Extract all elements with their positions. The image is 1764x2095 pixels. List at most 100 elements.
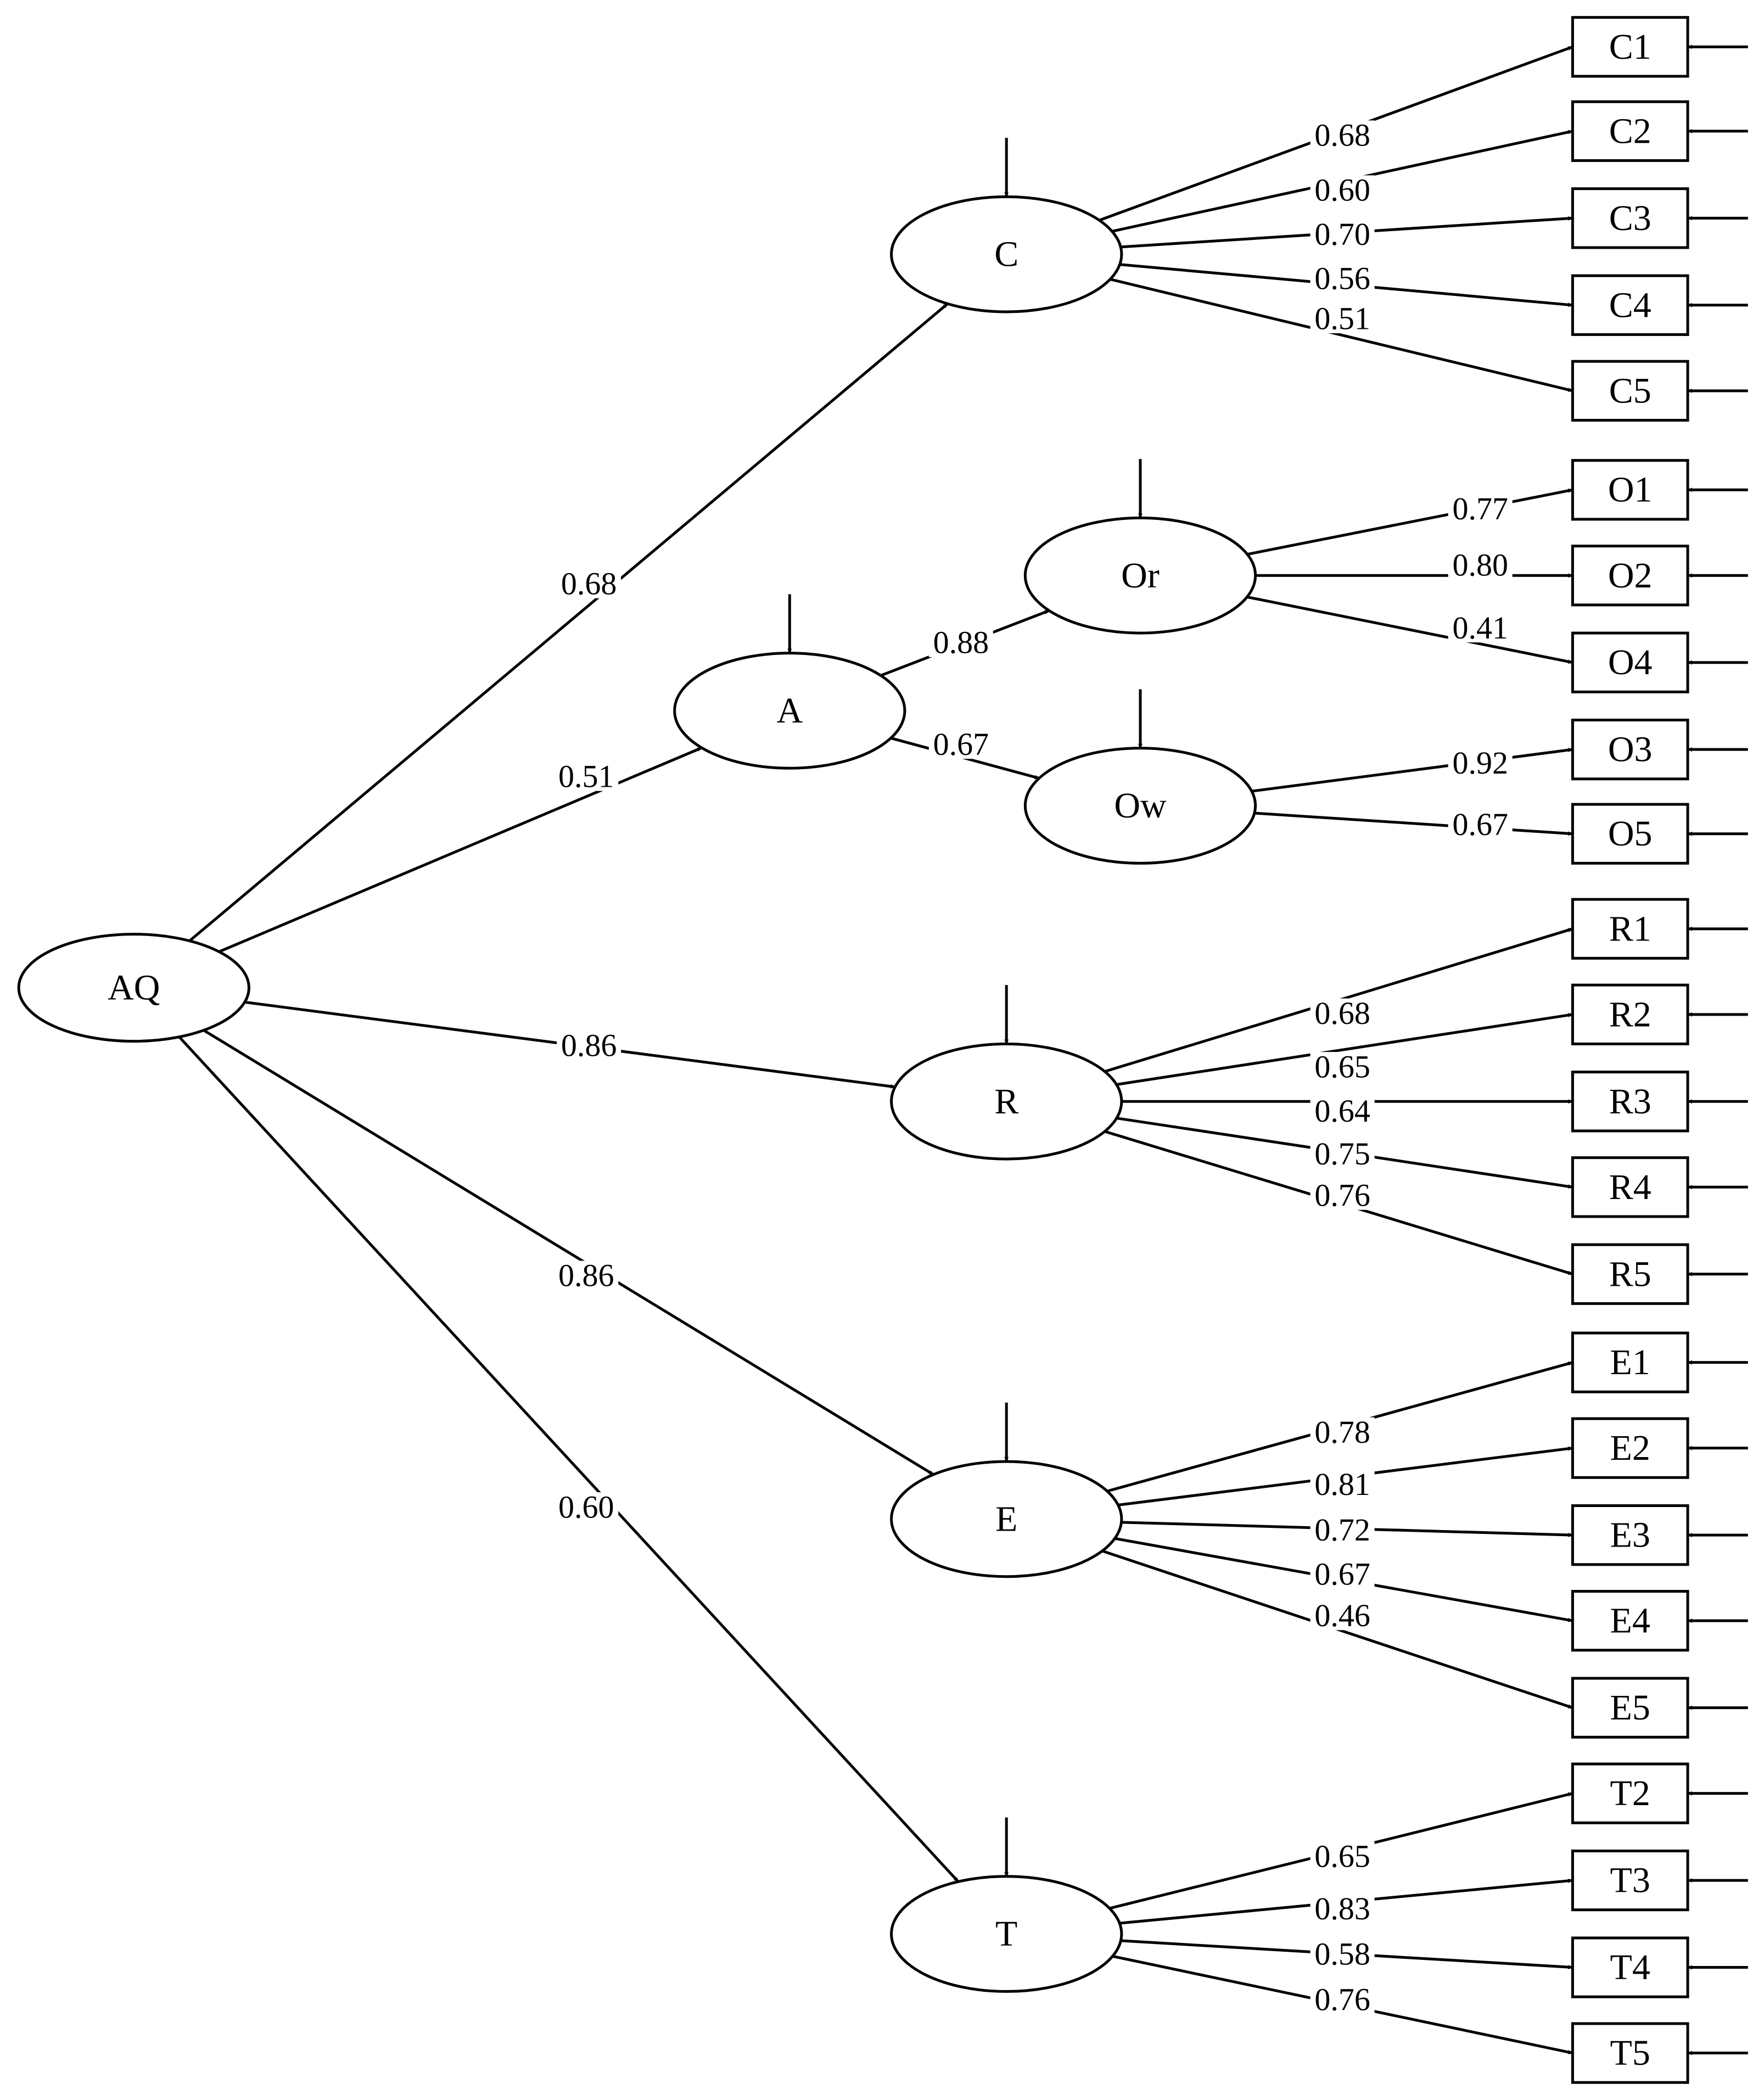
observed-box-O5 <box>1571 803 1689 865</box>
latent-node-AQ <box>17 933 250 1043</box>
loading-label-T-T5: 0.76 <box>1314 1982 1370 2018</box>
observed-label-C5: C5 <box>1609 371 1651 411</box>
loading-label-bg <box>1448 550 1513 580</box>
loading-label-A-Or: 0.88 <box>933 625 989 660</box>
observed-label-T3: T3 <box>1610 1861 1650 1901</box>
loading-label-bg <box>1310 998 1375 1028</box>
observed-label-E5: E5 <box>1610 1688 1650 1728</box>
loading-label-bg <box>1310 1939 1375 1969</box>
loading-label-E-E3: 0.72 <box>1314 1512 1370 1548</box>
observed-label-C4: C4 <box>1609 285 1651 325</box>
latent-label-E: E <box>995 1499 1017 1539</box>
observed-box-O4 <box>1571 631 1689 693</box>
loading-label-R-R3: 0.64 <box>1314 1093 1370 1129</box>
loading-label-bg <box>1310 1469 1375 1499</box>
observed-label-E1: E1 <box>1610 1342 1650 1382</box>
loading-label-R-R5: 0.76 <box>1314 1177 1370 1213</box>
loading-label-Ow-O3: 0.92 <box>1452 745 1508 781</box>
latent-node-A <box>673 652 906 770</box>
latent-node-T <box>890 1875 1123 1993</box>
observed-label-E2: E2 <box>1610 1428 1650 1468</box>
loading-label-bg <box>1310 1894 1375 1924</box>
loading-label-bg <box>1310 1180 1375 1210</box>
observed-box-E2 <box>1571 1417 1689 1479</box>
loading-label-Ow-O5: 0.67 <box>1452 806 1508 842</box>
loading-label-bg <box>1310 1052 1375 1082</box>
loading-label-bg <box>1310 1600 1375 1631</box>
loading-label-AQ-A: 0.51 <box>558 758 614 794</box>
observed-label-O4: O4 <box>1608 642 1653 682</box>
loading-label-bg <box>1310 175 1375 205</box>
observed-box-R2 <box>1571 983 1689 1045</box>
loading-label-bg <box>557 569 621 598</box>
observed-label-R1: R1 <box>1609 909 1651 949</box>
observed-box-E3 <box>1571 1504 1689 1566</box>
loading-label-R-R2: 0.65 <box>1314 1049 1370 1084</box>
path-AQ-E <box>203 1029 934 1476</box>
loading-label-bg <box>928 628 993 657</box>
observed-box-R5 <box>1571 1243 1689 1305</box>
observed-box-C1 <box>1571 16 1689 78</box>
observed-box-O2 <box>1571 545 1689 607</box>
loading-label-T-T4: 0.58 <box>1314 1936 1370 1972</box>
loading-label-bg <box>1448 748 1513 778</box>
observed-box-E1 <box>1571 1331 1689 1393</box>
loading-label-bg <box>557 1030 621 1060</box>
loading-label-C-C3: 0.70 <box>1314 216 1370 252</box>
loading-label-R-R4: 0.75 <box>1314 1136 1370 1172</box>
loading-label-Or-O1: 0.77 <box>1452 491 1508 526</box>
loading-label-bg <box>1310 1417 1375 1447</box>
observed-box-T4 <box>1571 1936 1689 1998</box>
latent-node-Ow <box>1023 747 1257 865</box>
loading-label-A-Ow: 0.67 <box>933 726 989 762</box>
observed-label-O1: O1 <box>1608 470 1653 510</box>
observed-label-C2: C2 <box>1609 111 1651 151</box>
path-C-C5 <box>1110 278 1573 393</box>
path-Or-O4 <box>1246 595 1573 664</box>
observed-label-T2: T2 <box>1610 1773 1650 1813</box>
loading-label-bg <box>1310 120 1375 150</box>
loading-label-C-C4: 0.56 <box>1314 261 1370 296</box>
loading-label-C-C2: 0.60 <box>1314 172 1370 208</box>
observed-box-E4 <box>1571 1590 1689 1652</box>
observed-label-O3: O3 <box>1608 730 1653 770</box>
observed-box-O1 <box>1571 459 1689 521</box>
observed-label-R4: R4 <box>1609 1167 1651 1207</box>
path-Ow-O5 <box>1254 811 1573 836</box>
latent-label-T: T <box>995 1914 1017 1954</box>
observed-label-T5: T5 <box>1610 2033 1650 2073</box>
observed-label-E3: E3 <box>1610 1515 1650 1555</box>
observed-box-T5 <box>1571 2022 1689 2084</box>
loading-label-E-E1: 0.78 <box>1314 1414 1370 1450</box>
path-Ow-O3 <box>1251 748 1573 793</box>
loading-label-bg <box>1310 304 1375 334</box>
observed-label-R2: R2 <box>1609 994 1651 1034</box>
path-Or-O1 <box>1247 488 1573 556</box>
observed-label-E4: E4 <box>1610 1601 1650 1641</box>
loading-label-Or-O4: 0.41 <box>1452 610 1508 646</box>
loading-label-bg <box>1310 1096 1375 1126</box>
path-R-R2 <box>1116 1013 1573 1086</box>
loading-label-bg <box>928 729 993 759</box>
latent-label-AQ: AQ <box>108 968 160 1008</box>
observed-box-T2 <box>1571 1762 1689 1824</box>
latent-node-R <box>890 1042 1123 1161</box>
labels-layer: 0.680.510.860.860.600.880.670.680.600.70… <box>554 117 1513 2018</box>
loading-label-bg <box>1310 1841 1375 1872</box>
observed-label-R3: R3 <box>1609 1082 1651 1122</box>
loading-label-C-C5: 0.51 <box>1314 301 1370 337</box>
loading-label-AQ-T: 0.60 <box>558 1489 614 1525</box>
loading-label-C-C1: 0.68 <box>1314 117 1370 153</box>
observed-label-C3: C3 <box>1609 198 1651 238</box>
observed-label-O5: O5 <box>1608 814 1653 854</box>
observed-box-E5 <box>1571 1677 1689 1739</box>
loading-label-bg <box>554 1261 619 1291</box>
loading-label-R-R1: 0.68 <box>1314 995 1370 1031</box>
loading-label-bg <box>1310 1985 1375 2014</box>
loading-label-AQ-E: 0.86 <box>558 1258 614 1293</box>
loading-label-bg <box>1310 1515 1375 1545</box>
latent-node-E <box>890 1460 1123 1578</box>
observed-box-C5 <box>1571 360 1689 422</box>
loading-label-E-E5: 0.46 <box>1314 1598 1370 1633</box>
